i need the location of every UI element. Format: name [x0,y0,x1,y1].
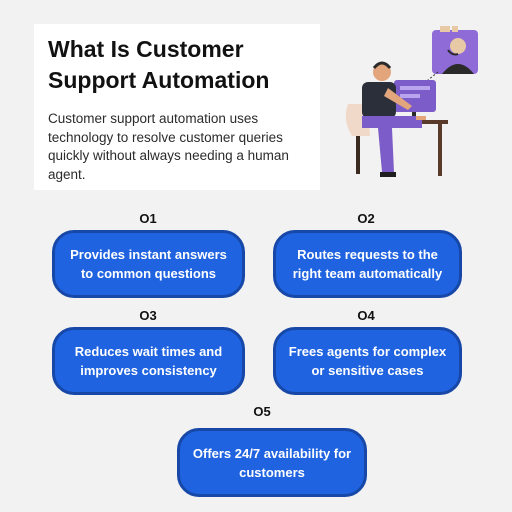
item-number-4: O4 [357,308,375,323]
item-number-1: O1 [139,211,157,226]
agent-pants [362,116,422,172]
feature-pill-4: Frees agents for complex or sensitive ca… [273,327,462,395]
feature-pill-3: Reduces wait times and improves consiste… [52,327,245,395]
feature-pill-1: Provides instant answers to common quest… [52,230,245,298]
item-number-3: O3 [139,308,157,323]
caller-head [450,38,466,54]
item-number-5: O5 [253,404,271,419]
support-agent-illustration [345,26,478,177]
page-title: What Is Customer Support Automation [48,36,270,93]
feature-pill-2: Routes requests to the right team automa… [273,230,462,298]
intro-card: What Is Customer Support Automation Cust… [34,24,320,190]
intro-description: Customer support automation uses technol… [48,111,289,182]
item-number-2: O2 [357,211,375,226]
feature-pill-5: Offers 24/7 availability for customers [177,428,367,497]
agent-head [373,63,391,81]
